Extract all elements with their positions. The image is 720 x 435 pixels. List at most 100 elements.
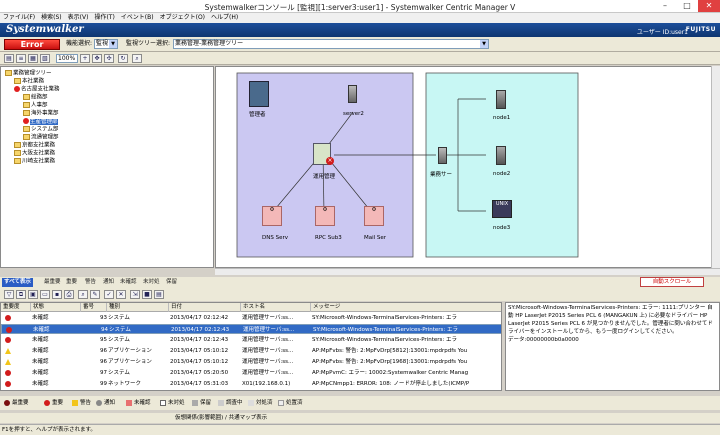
close-button[interactable]: ✕ bbox=[698, 0, 720, 12]
tree-item[interactable]: システム部 bbox=[23, 126, 58, 134]
minimize-button[interactable]: – bbox=[663, 1, 667, 10]
zoom-in-icon[interactable]: + bbox=[80, 54, 90, 63]
splitter[interactable] bbox=[0, 275, 720, 278]
legend-label: 未対処 bbox=[168, 400, 185, 406]
export-icon[interactable]: ⇲ bbox=[130, 290, 140, 299]
tab-unhandled[interactable]: 未対処 bbox=[143, 279, 160, 285]
tree-item[interactable]: 本社業務 bbox=[14, 78, 44, 86]
fit-icon[interactable]: ✥ bbox=[92, 54, 102, 63]
col-type[interactable]: 種別 bbox=[107, 303, 169, 312]
tree-item-label: 海外事業部 bbox=[31, 110, 59, 117]
grid-view-icon[interactable]: ▦ bbox=[28, 54, 38, 63]
tree-item[interactable]: 川崎支社業務 bbox=[14, 158, 55, 166]
col-state[interactable]: 状態 bbox=[31, 303, 81, 312]
tree-item[interactable]: 京都支社業務 bbox=[14, 142, 55, 150]
menu-object[interactable]: オブジェクト(O) bbox=[159, 14, 206, 21]
save-icon[interactable]: ▪ bbox=[52, 290, 62, 299]
map-horizontal-scrollbar[interactable] bbox=[215, 268, 720, 275]
tab-important[interactable]: 重要 bbox=[66, 279, 78, 285]
gear-icon[interactable]: ⚙ bbox=[364, 206, 384, 226]
refresh-icon[interactable]: ↻ bbox=[118, 54, 128, 63]
print-icon[interactable]: ⎙ bbox=[64, 290, 74, 299]
menu-event[interactable]: イベント(B) bbox=[120, 14, 154, 21]
chevron-down-icon: ▼ bbox=[480, 40, 488, 48]
tab-warning[interactable]: 警告 bbox=[85, 279, 97, 285]
search-icon[interactable]: ⌕ bbox=[78, 290, 88, 299]
server-icon[interactable] bbox=[348, 85, 357, 103]
server-icon[interactable] bbox=[438, 147, 447, 164]
cell-no: 94 bbox=[101, 327, 108, 333]
tree-item-label: 大阪支社業務 bbox=[22, 150, 56, 157]
tree-item[interactable]: 人事部 bbox=[23, 102, 48, 110]
error-badge-icon: × bbox=[326, 157, 334, 165]
tree-select[interactable]: 業務管理-業務管理ツリー▼ bbox=[173, 39, 489, 49]
delete-icon[interactable]: ✕ bbox=[116, 290, 126, 299]
menu-help[interactable]: ヘルプ(H) bbox=[211, 14, 239, 21]
move-icon[interactable]: ✣ bbox=[104, 54, 114, 63]
business-tree-panel: 業務管理ツリー本社業務名古屋支社業務総務部人事部海外事業部生産管理部システム部流… bbox=[0, 66, 214, 268]
menu-file[interactable]: ファイル(F) bbox=[3, 14, 36, 21]
cell-state: 未確認 bbox=[32, 348, 49, 354]
check-icon[interactable]: ✓ bbox=[104, 290, 114, 299]
tree-item[interactable]: 生産管理部 bbox=[23, 118, 58, 126]
gear-icon[interactable]: ⚙ bbox=[262, 206, 282, 226]
tab-critical[interactable]: 最重要 bbox=[44, 279, 61, 285]
zoom-select[interactable]: 100% bbox=[56, 54, 78, 63]
tree-item[interactable]: 海外事業部 bbox=[23, 110, 59, 118]
col-host[interactable]: ホスト名 bbox=[241, 303, 311, 312]
event-list-header: 重要度 状態 番号 種別 日付 ホスト名 メッセージ bbox=[1, 303, 501, 312]
maximize-button[interactable]: □ bbox=[683, 1, 691, 10]
paste-icon[interactable]: ▣ bbox=[28, 290, 38, 299]
col-message[interactable]: メッセージ bbox=[311, 303, 501, 312]
search-icon[interactable]: ⌕ bbox=[132, 54, 142, 63]
map-vertical-scrollbar[interactable] bbox=[711, 66, 720, 268]
list-view-icon[interactable]: ≡ bbox=[16, 54, 26, 63]
autoscroll-toggle[interactable]: 自動スクロール bbox=[640, 277, 704, 287]
tree-item[interactable]: 業務管理ツリー bbox=[5, 70, 52, 78]
table-icon[interactable]: ▤ bbox=[154, 290, 164, 299]
server-icon[interactable] bbox=[496, 146, 506, 165]
legend-unhandled: 未対処 bbox=[160, 399, 185, 407]
tree-item[interactable]: 流通管理部 bbox=[23, 134, 59, 142]
tab-all[interactable]: すべて表示 bbox=[2, 278, 33, 287]
menu-view[interactable]: 表示(V) bbox=[67, 14, 89, 21]
tab-hold[interactable]: 保留 bbox=[166, 279, 178, 285]
unix-label: UNIX bbox=[495, 201, 509, 207]
tree-view-icon[interactable]: ▤ bbox=[4, 54, 14, 63]
cell-msg: AP:MpFvbs: 警告: 2:MpFvDrp[5812]:13001:mpd… bbox=[312, 348, 468, 354]
tab-unconfirmed[interactable]: 未確認 bbox=[120, 279, 137, 285]
unix-icon[interactable]: UNIX bbox=[492, 200, 512, 218]
manager-avatar[interactable] bbox=[249, 81, 269, 107]
col-date[interactable]: 日付 bbox=[169, 303, 241, 312]
copy-icon[interactable]: ⧉ bbox=[16, 290, 26, 299]
mode-select[interactable]: 監視▼ bbox=[94, 39, 118, 49]
error-status-button[interactable]: Error bbox=[4, 39, 60, 50]
folder-icon[interactable]: ▭ bbox=[40, 290, 50, 299]
map-view-icon[interactable]: ▧ bbox=[40, 54, 50, 63]
cell-host: 運用管理サーバ:ss... bbox=[242, 348, 294, 354]
gear-icon[interactable]: ⚙ bbox=[315, 206, 335, 226]
cell-type: アプリケーション bbox=[108, 359, 152, 365]
ops-label: 運用管理 bbox=[313, 174, 336, 180]
mode-label: 機能選択: bbox=[66, 40, 93, 47]
stop-icon[interactable]: ■ bbox=[142, 290, 152, 299]
menu-operation[interactable]: 操作(T) bbox=[94, 14, 115, 21]
tree-item[interactable]: 名古屋支社業務 bbox=[14, 86, 60, 94]
menu-search[interactable]: 検索(S) bbox=[41, 14, 62, 21]
tab-notice[interactable]: 通知 bbox=[103, 279, 115, 285]
col-severity[interactable]: 重要度 bbox=[1, 303, 31, 312]
server-icon[interactable] bbox=[496, 90, 506, 109]
tree-item[interactable]: 大阪支社業務 bbox=[14, 150, 55, 158]
tree-item[interactable]: 総務部 bbox=[23, 94, 48, 102]
filter-icon[interactable]: ▽ bbox=[4, 290, 14, 299]
edit-icon[interactable]: ✎ bbox=[90, 290, 100, 299]
folder-icon bbox=[23, 134, 30, 140]
col-number[interactable]: 番号 bbox=[81, 303, 107, 312]
